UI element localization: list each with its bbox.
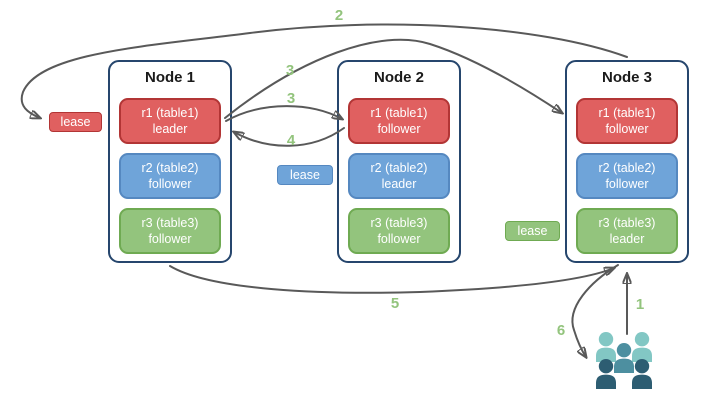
step-label-1: 1 — [635, 296, 645, 313]
person-dark-left — [596, 359, 616, 389]
node-1-title: Node 1 — [144, 69, 195, 86]
arrow-step-5 — [169, 265, 614, 294]
replica-role: follower — [377, 232, 421, 246]
node3-replica-r3: r3 (table3) leader — [576, 208, 678, 254]
step-label-5: 5 — [390, 295, 400, 312]
replica-name: r1 (table1) — [370, 105, 428, 120]
step-label-3b: 3 — [286, 90, 296, 107]
replica-role: leader — [381, 177, 417, 191]
node-2-title: Node 2 — [373, 69, 424, 86]
users-group-icon — [596, 332, 652, 389]
replica-name: r2 (table2) — [370, 160, 428, 175]
replica-name: r2 (table2) — [598, 160, 656, 175]
replica-role: follower — [148, 232, 192, 246]
step-label-4: 4 — [286, 132, 296, 149]
replica-name: r1 (table1) — [141, 105, 199, 120]
arrow-step-3-to-node2 — [225, 105, 342, 122]
lease-label-green: lease — [505, 221, 560, 241]
node-3-title: Node 3 — [601, 69, 652, 86]
node2-replica-r2: r2 (table2) leader — [348, 153, 450, 199]
replica-role: follower — [148, 177, 192, 191]
replica-name: r3 (table3) — [141, 215, 199, 230]
replica-role: leader — [152, 122, 188, 136]
node1-replica-r3: r3 (table3) follower — [119, 208, 221, 254]
person-light-right — [632, 332, 652, 362]
lease-label-blue: lease — [277, 165, 333, 185]
person-mid-center — [614, 343, 634, 373]
replica-role: follower — [605, 177, 649, 191]
node2-replica-r1: r1 (table1) follower — [348, 98, 450, 144]
replica-name: r3 (table3) — [598, 215, 656, 230]
person-light-left — [596, 332, 616, 362]
node1-replica-r2: r2 (table2) follower — [119, 153, 221, 199]
node-3: Node 3 r1 (table1) follower r2 (table2) … — [565, 60, 689, 263]
node2-replica-r3: r3 (table3) follower — [348, 208, 450, 254]
step-label-2: 2 — [334, 7, 344, 24]
node3-replica-r2: r2 (table2) follower — [576, 153, 678, 199]
replica-name: r2 (table2) — [141, 160, 199, 175]
node3-replica-r1: r1 (table1) follower — [576, 98, 678, 144]
replica-name: r1 (table1) — [598, 105, 656, 120]
replica-role: leader — [609, 232, 645, 246]
node1-replica-r1: r1 (table1) leader — [119, 98, 221, 144]
node-2: Node 2 r1 (table1) follower r2 (table2) … — [337, 60, 461, 263]
lease-label-red: lease — [49, 112, 102, 132]
replica-role: follower — [377, 122, 421, 136]
replica-name: r3 (table3) — [370, 215, 428, 230]
step-label-6: 6 — [556, 322, 566, 339]
replica-role: follower — [605, 122, 649, 136]
node-1: Node 1 r1 (table1) leader r2 (table2) fo… — [108, 60, 232, 263]
person-dark-right — [632, 359, 652, 389]
step-label-3a: 3 — [285, 62, 295, 79]
